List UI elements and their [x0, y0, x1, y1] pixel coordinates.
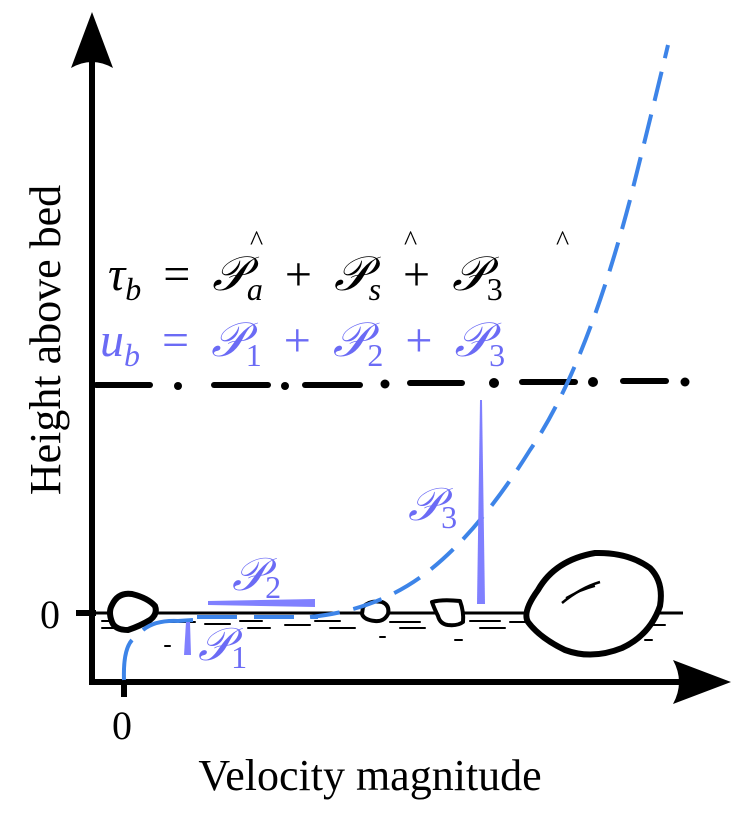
hat-s: ^ — [404, 226, 417, 257]
profile-inbed-segment — [141, 618, 194, 632]
y-tick-label: 0 — [40, 592, 60, 637]
equation-velocity: ub = 𝒫1 + 𝒫2 + 𝒫3 — [100, 314, 505, 377]
y-axis-arrow-icon — [71, 12, 113, 68]
y-axis-label: Height above bed — [21, 185, 70, 495]
p3-wedge — [477, 400, 485, 604]
dash-dot-reference-line — [93, 377, 690, 390]
hat-a: ^ — [250, 226, 263, 257]
profile-upper-dashed — [309, 44, 670, 619]
equation-stress: τb = 𝒫a + 𝒫s + 𝒫3 ^ ^ ^ — [108, 226, 569, 311]
p1-label: 𝒫1 — [198, 619, 247, 675]
p2-label: 𝒫2 — [232, 549, 281, 605]
grain-large-boulder — [523, 549, 664, 658]
x-tick-label: 0 — [112, 703, 132, 748]
p3-label: 𝒫3 — [408, 479, 457, 535]
annotation-markers — [184, 400, 485, 655]
p2-bar — [208, 599, 315, 607]
svg-text:τb = 𝒫a +: τb = 𝒫a + 𝒫s + 𝒫3 — [108, 248, 503, 311]
x-axis-arrow-icon — [673, 660, 731, 704]
hat-3: ^ — [556, 226, 569, 257]
axes — [71, 12, 731, 704]
velocity-profile-curve — [121, 44, 670, 681]
grain-small-left — [107, 590, 159, 633]
grain-small-right — [430, 598, 466, 628]
profile-lower-solid — [121, 638, 134, 681]
svg-text:ub = 𝒫1 +: ub = 𝒫1 + 𝒫2 + 𝒫3 — [100, 314, 505, 377]
sediment-grains — [107, 549, 664, 658]
x-axis-label: Velocity magnitude — [198, 751, 541, 800]
p1-wedge — [184, 622, 191, 655]
